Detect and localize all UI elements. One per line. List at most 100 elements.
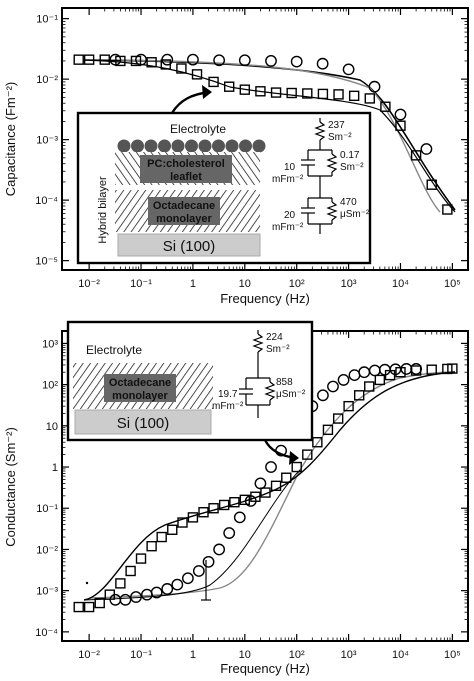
circle-marker [317, 389, 329, 402]
x-tick-label: 10⁻² [78, 278, 100, 290]
y-tick-label: 10⁻⁴ [35, 195, 58, 207]
square-marker [353, 390, 365, 401]
square-marker [332, 413, 344, 424]
circle-marker [265, 461, 277, 473]
circle-marker [316, 57, 329, 70]
y-tick-label: 10⁻³ [36, 135, 58, 147]
hybrid-bilayer-label: Hybrid bilayer [97, 176, 109, 244]
octadecane-label-bg [148, 197, 220, 225]
square-marker [167, 524, 178, 535]
square-marker [291, 461, 302, 473]
substrate-label-bottom: Si (100) [117, 415, 170, 432]
circle-marker [119, 593, 132, 606]
x-tick-label: 10² [289, 649, 305, 661]
error-bar [201, 560, 211, 601]
x-tick-label: 10³ [341, 278, 357, 290]
conductance-fit-black-2 [83, 469, 301, 601]
equivalent-circuit-bottom [239, 330, 276, 418]
y-tick-label: 10⁻² [36, 74, 58, 86]
lipid-head [225, 139, 239, 153]
x-tick-label: 10⁴ [392, 649, 409, 661]
r1-value-top: 237 [328, 120, 345, 131]
square-marker [364, 93, 375, 104]
square-marker [115, 55, 126, 67]
square-marker [384, 369, 396, 381]
square-marker [348, 90, 360, 102]
r2-value-bottom: 858 [276, 377, 293, 388]
circle-marker [342, 63, 355, 76]
conductance-inset-electrolyte: Electrolyte [86, 343, 142, 357]
circle-marker [265, 55, 277, 67]
x-tick-label: 10⁻¹ [130, 278, 152, 290]
r2-unit-bottom: μSm⁻² [276, 389, 306, 400]
circle-marker [202, 555, 215, 568]
circle-marker [130, 591, 142, 603]
circle-marker [327, 380, 339, 393]
square-marker [286, 87, 297, 99]
square-marker [410, 150, 422, 161]
square-marker [333, 89, 344, 100]
x-tick-label: 1 [190, 278, 196, 290]
y-tick-label: 10 [46, 421, 58, 433]
x-tick-label: 10⁵ [444, 278, 461, 290]
square-marker [99, 54, 110, 65]
square-marker [260, 487, 271, 498]
x-tick-label: 10 [239, 278, 251, 290]
r1-value-bottom: 224 [266, 332, 283, 343]
square-marker [426, 364, 437, 375]
circle-marker [337, 374, 350, 386]
x-tick-label: 10⁵ [444, 649, 461, 661]
octadecane-label-1: Octadecane [153, 200, 215, 212]
square-marker [270, 480, 282, 492]
circle-marker [394, 108, 407, 121]
capacitance-arrow-head [202, 85, 212, 99]
r3-value-top: 470 [340, 197, 357, 208]
square-marker [302, 88, 313, 99]
square-marker [395, 367, 406, 378]
conductance-arrow-head [289, 451, 299, 465]
circle-marker [233, 511, 246, 524]
c1-value-bottom: 19.7 [218, 389, 238, 400]
square-marker [198, 507, 209, 518]
square-marker [94, 597, 105, 609]
capacitance-y-axis-label: Capacitance (Fm⁻²) [3, 82, 18, 197]
lipid-head [198, 139, 212, 153]
circle-marker [400, 363, 413, 375]
y-tick-label: 10⁻¹ [36, 14, 58, 26]
square-marker [146, 57, 157, 68]
substrate-top [117, 233, 261, 257]
square-marker [302, 449, 313, 460]
square-marker [218, 499, 230, 511]
lipid-head [144, 139, 158, 153]
x-tick-label: 10 [239, 649, 251, 661]
r1-unit-bottom: Sm⁻² [266, 344, 290, 355]
octadecane-label-2: monolayer [156, 213, 212, 225]
circle-marker [187, 53, 199, 66]
capacitance-inset-electrolyte: Electrolyte [170, 122, 226, 136]
c1-value-top: 10 [284, 162, 296, 173]
circle-marker [213, 543, 226, 556]
circle-marker [213, 54, 226, 67]
lipid-head [185, 139, 198, 153]
square-marker [160, 59, 171, 70]
y-tick-label: 10³ [42, 338, 58, 350]
circle-marker [368, 80, 381, 93]
circle-marker [223, 527, 236, 539]
capacitance-x-axis-label: Frequency (Hz) [220, 291, 310, 306]
square-marker [176, 63, 187, 74]
lipid-head [212, 139, 225, 153]
square-marker [208, 503, 219, 514]
circle-marker [171, 578, 184, 591]
lipid-heads [117, 139, 266, 153]
square-marker [426, 179, 437, 190]
circle-marker [358, 366, 371, 379]
square-marker [239, 494, 251, 506]
square-marker [395, 120, 406, 131]
circle-marker [181, 572, 194, 585]
square-marker [146, 540, 157, 552]
substrate-label-top: Si (100) [163, 238, 216, 255]
lipid-head [239, 139, 252, 153]
r3-unit-top: μSm⁻² [340, 209, 370, 220]
circle-marker [348, 369, 361, 382]
